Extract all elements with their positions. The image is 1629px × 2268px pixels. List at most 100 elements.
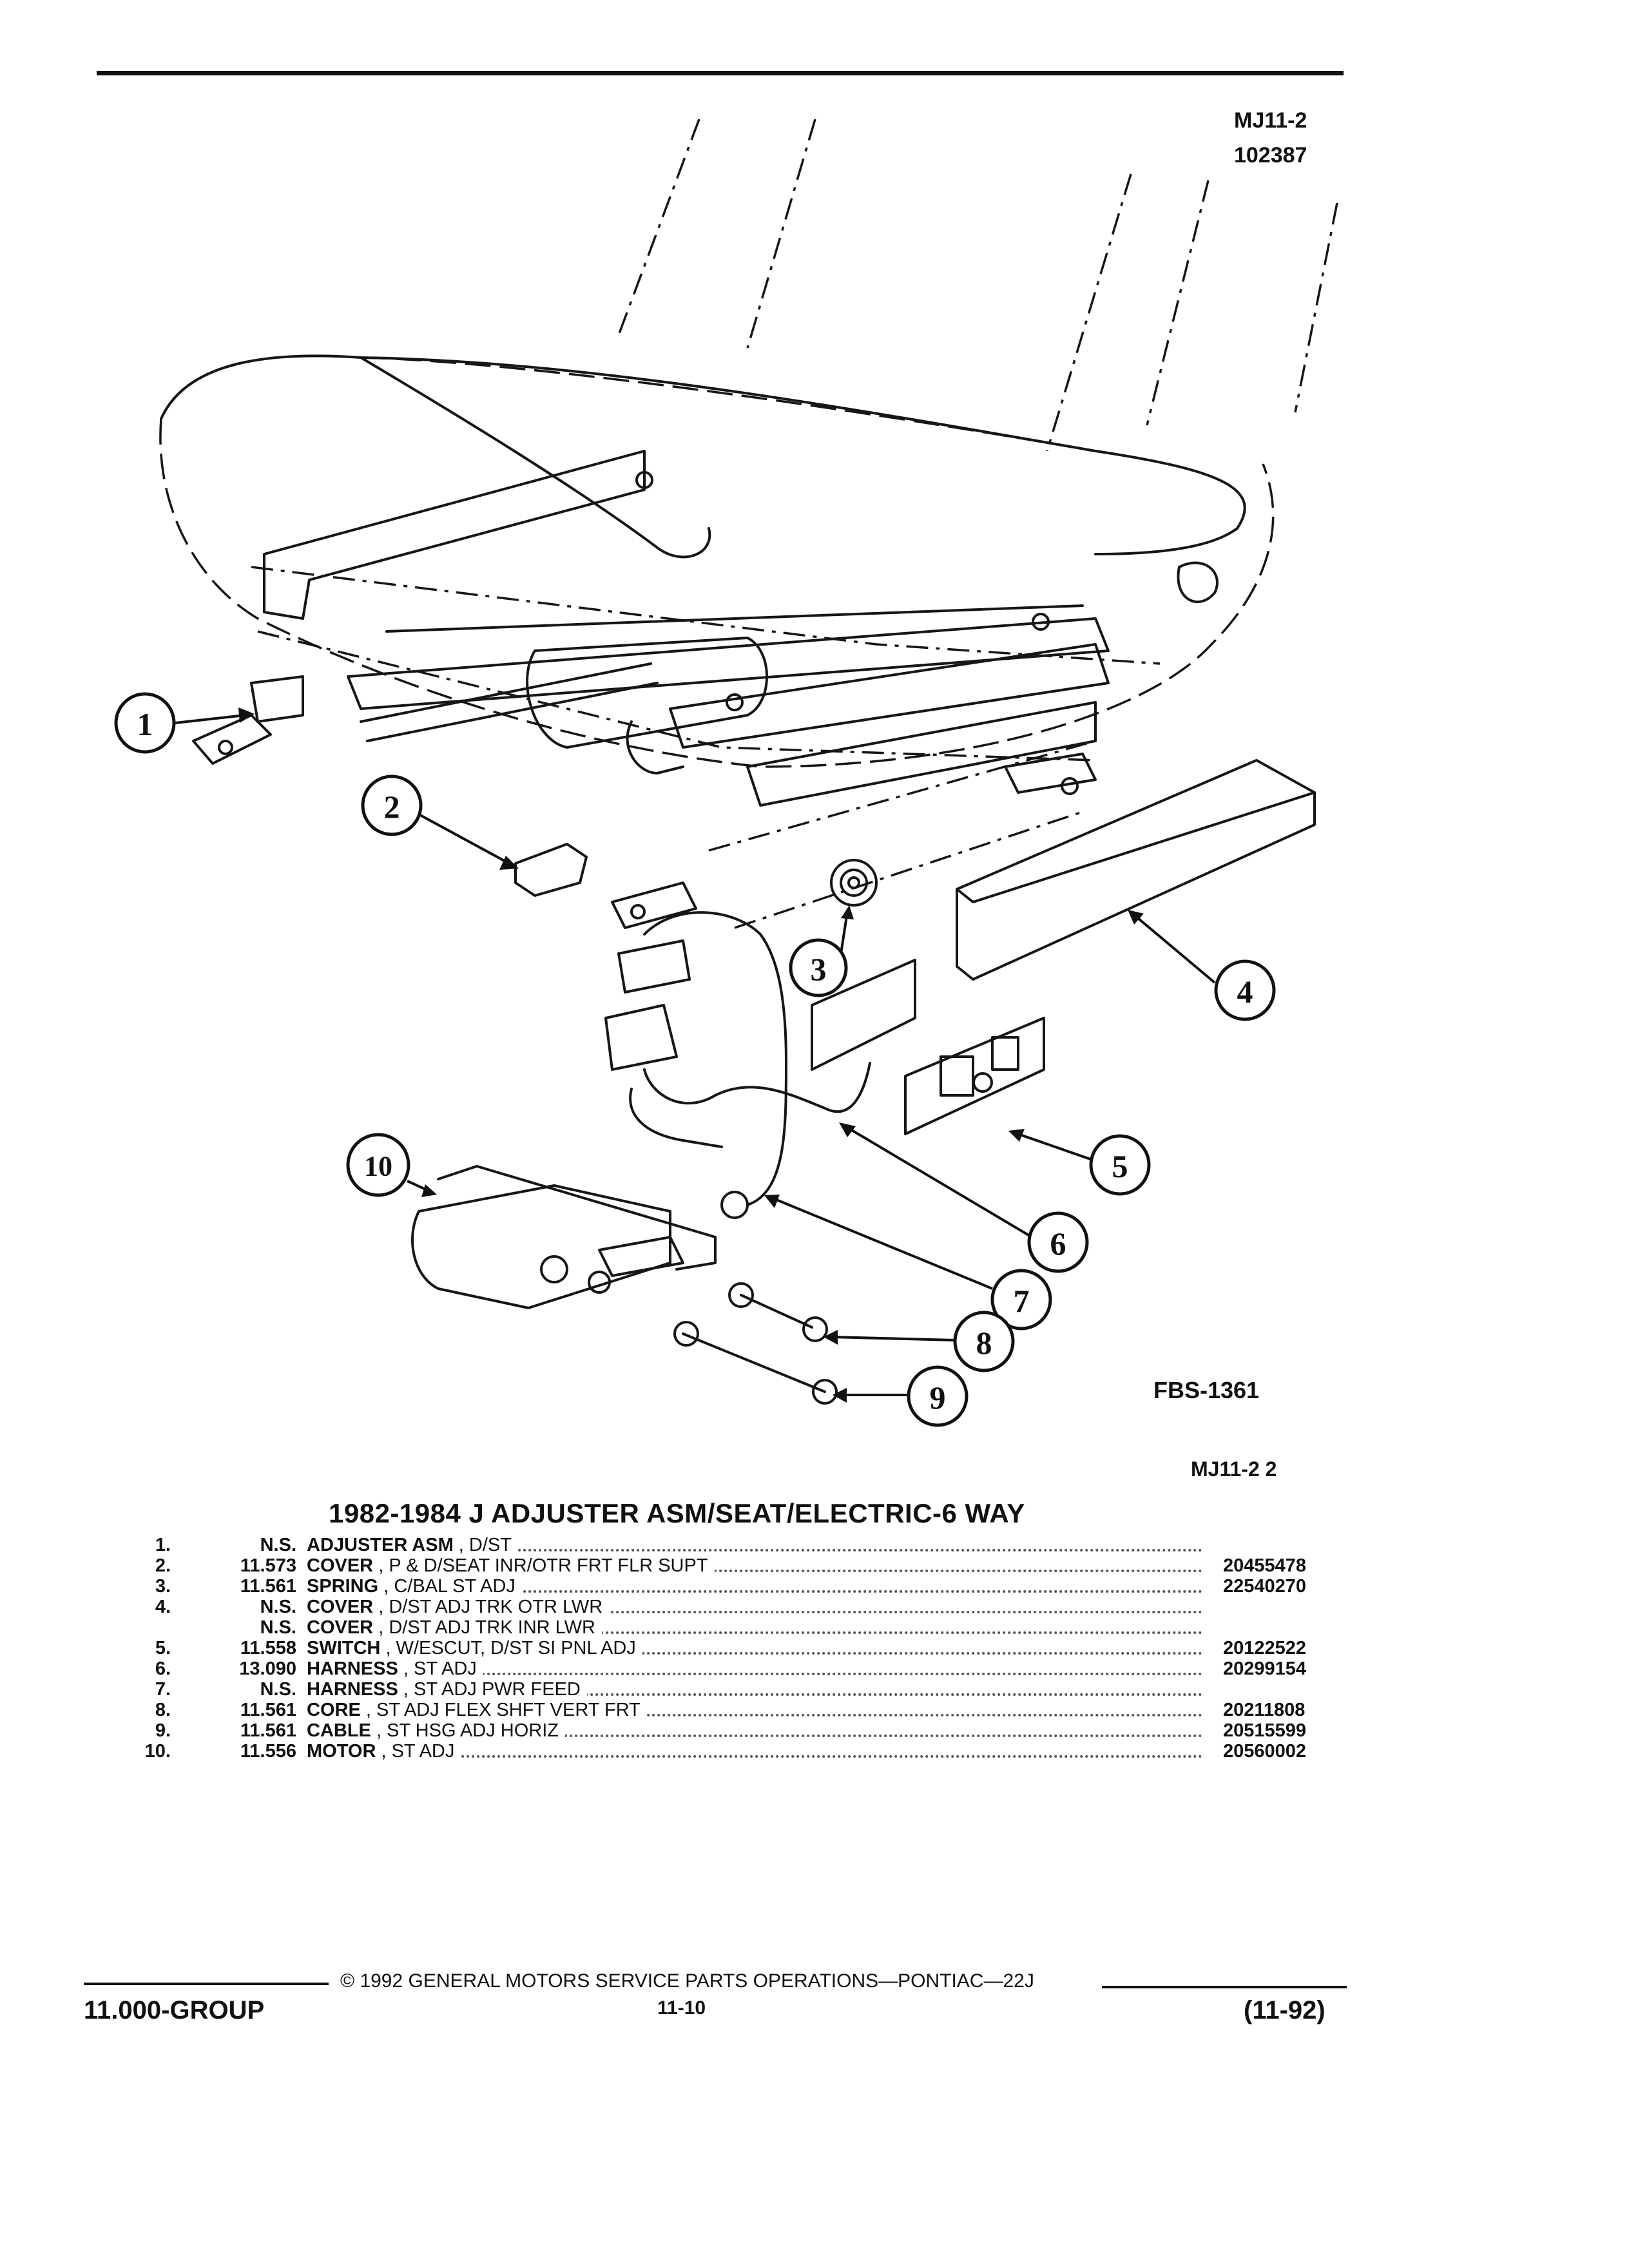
- callout-3: 3: [789, 905, 854, 997]
- group-label: 11.000-GROUP: [84, 1996, 265, 2024]
- copyright-line: © 1992 GENERAL MOTORS SERVICE PARTS OPER…: [340, 1970, 1034, 1992]
- svg-text:4: 4: [1237, 974, 1253, 1010]
- group-number: 11.573: [240, 1555, 296, 1576]
- page-number: 11-10: [657, 1997, 706, 2019]
- part-description: HARNESS , ST ADJ: [307, 1658, 1202, 1679]
- part-description: SPRING , C/BAL ST ADJ: [307, 1576, 1202, 1597]
- seat-back-outline: [617, 119, 1338, 452]
- group-number: 11.561: [240, 1720, 296, 1741]
- group-number: 11.558: [240, 1638, 296, 1658]
- svg-text:5: 5: [1112, 1148, 1128, 1184]
- part-detail: , D/ST ADJ TRK INR LWR: [378, 1617, 595, 1638]
- part-detail: , ST ADJ PWR FEED: [403, 1679, 581, 1700]
- part-number: 20299154: [1223, 1658, 1307, 1679]
- part-name: COVER: [307, 1555, 374, 1576]
- part-10-motor: [411, 1165, 717, 1309]
- parts-row: 7. N.S. HARNESS , ST ADJ PWR FEED: [0, 1679, 1629, 1700]
- part-4-track-cover: [956, 759, 1316, 981]
- item-index: 3.: [155, 1576, 171, 1597]
- top-rule: [97, 71, 1344, 75]
- part-description: CORE , ST ADJ FLEX SHFT VERT FRT: [307, 1700, 1202, 1720]
- part-description: HARNESS , ST ADJ PWR FEED: [307, 1679, 1202, 1700]
- part-detail: , ST ADJ FLEX SHFT VERT FRT: [365, 1700, 641, 1720]
- parts-row: 6. 13.090 HARNESS , ST ADJ 20299154: [0, 1658, 1629, 1679]
- group-number: N.S.: [260, 1617, 296, 1638]
- part-name: CABLE: [307, 1720, 371, 1741]
- part-5-switch: [811, 959, 1045, 1135]
- parts-row: N.S. COVER , D/ST ADJ TRK INR LWR: [0, 1617, 1629, 1638]
- item-index: 2.: [155, 1555, 171, 1576]
- callout-10: 10: [346, 1133, 437, 1197]
- svg-text:9: 9: [930, 1379, 946, 1416]
- svg-text:7: 7: [1014, 1283, 1030, 1319]
- part-name: MOTOR: [307, 1741, 376, 1762]
- part-number: 20211808: [1223, 1700, 1306, 1720]
- part-name: CORE: [307, 1700, 361, 1720]
- part-name: SPRING: [307, 1576, 379, 1597]
- part-detail: , D/ST ADJ TRK OTR LWR: [378, 1597, 603, 1617]
- callout-9: 9: [833, 1365, 969, 1427]
- callout-2: 2: [361, 774, 519, 870]
- part-detail: , ST ADJ: [381, 1741, 455, 1762]
- part-description: SWITCH , W/ESCUT, D/ST SI PNL ADJ: [307, 1638, 1202, 1658]
- part-6-harness: [604, 911, 871, 1219]
- item-index: 1.: [155, 1535, 171, 1555]
- footer-rule-left: [84, 1983, 329, 1985]
- group-number: 11.561: [240, 1576, 296, 1597]
- callout-7: 7: [764, 1195, 1052, 1331]
- parts-row: 8. 11.561 CORE , ST ADJ FLEX SHFT VERT F…: [0, 1700, 1629, 1720]
- revision-code: (11-92): [1244, 1996, 1325, 2024]
- part-detail: , P & D/SEAT INR/OTR FRT FLR SUPT: [378, 1555, 708, 1576]
- item-index: 5.: [155, 1638, 171, 1658]
- part-detail: , C/BAL ST ADJ: [383, 1576, 516, 1597]
- item-index: 6.: [155, 1658, 171, 1679]
- section-code: MJ11-2 2: [1191, 1457, 1277, 1481]
- part-name: COVER: [307, 1597, 374, 1617]
- figure-id: FBS-1361: [1153, 1377, 1259, 1403]
- svg-text:10: 10: [364, 1151, 392, 1182]
- svg-text:3: 3: [811, 951, 827, 987]
- part-description: COVER , D/ST ADJ TRK INR LWR: [307, 1617, 1202, 1638]
- parts-row: 1. N.S. ADJUSTER ASM , D/ST: [0, 1535, 1629, 1555]
- part-description: CABLE , ST HSG ADJ HORIZ: [307, 1720, 1202, 1741]
- svg-text:8: 8: [976, 1325, 992, 1361]
- part-description: COVER , P & D/SEAT INR/OTR FRT FLR SUPT: [307, 1555, 1202, 1576]
- part-detail: , ST ADJ: [403, 1658, 477, 1679]
- part-detail: , W/ESCUT, D/ST SI PNL ADJ: [385, 1638, 636, 1658]
- group-number: N.S.: [260, 1679, 296, 1700]
- parts-row: 3. 11.561 SPRING , C/BAL ST ADJ 22540270: [0, 1576, 1629, 1597]
- part-number: 20455478: [1223, 1555, 1307, 1576]
- date-code: 102387: [1234, 143, 1307, 168]
- item-index: 10.: [144, 1741, 171, 1762]
- part-3-spring: [830, 859, 878, 907]
- part-name: HARNESS: [307, 1679, 398, 1700]
- seat-adjuster-exploded-diagram: 1 2 3 4 5 6 7 8 9 10 FBS-1361: [114, 119, 1338, 1427]
- group-number: N.S.: [260, 1597, 296, 1617]
- floor-bracket-left: [192, 675, 304, 765]
- callout-8: 8: [824, 1311, 1015, 1372]
- footer-rule-right: [1102, 1986, 1347, 1988]
- part-description: COVER , D/ST ADJ TRK OTR LWR: [307, 1597, 1202, 1617]
- item-index: 4.: [155, 1597, 171, 1617]
- part-name: HARNESS: [307, 1658, 398, 1679]
- parts-row: 4. N.S. COVER , D/ST ADJ TRK OTR LWR: [0, 1597, 1629, 1617]
- part-detail: , ST HSG ADJ HORIZ: [376, 1720, 559, 1741]
- part-description: ADJUSTER ASM , D/ST: [307, 1535, 1202, 1555]
- callout-1: 1: [114, 692, 255, 754]
- floor-bracket-right: [611, 753, 1097, 929]
- svg-text:2: 2: [384, 789, 400, 825]
- part-name: ADJUSTER ASM: [307, 1535, 454, 1555]
- adjuster-frame: [251, 450, 1161, 929]
- item-index: 9.: [155, 1720, 171, 1741]
- item-index: 8.: [155, 1700, 171, 1720]
- parts-row: 2. 11.573 COVER , P & D/SEAT INR/OTR FRT…: [0, 1555, 1629, 1576]
- parts-row: 9. 11.561 CABLE , ST HSG ADJ HORIZ 20515…: [0, 1720, 1629, 1741]
- group-number: 11.556: [240, 1741, 296, 1762]
- part-number: 20122522: [1223, 1638, 1307, 1658]
- item-index: 7.: [155, 1679, 171, 1700]
- section-title: 1982-1984 J ADJUSTER ASM/SEAT/ELECTRIC-6…: [329, 1498, 1025, 1528]
- part-8-flex-core: [728, 1282, 828, 1342]
- part-description: MOTOR , ST ADJ: [307, 1741, 1202, 1762]
- svg-text:6: 6: [1050, 1225, 1066, 1262]
- part-name: SWITCH: [307, 1638, 381, 1658]
